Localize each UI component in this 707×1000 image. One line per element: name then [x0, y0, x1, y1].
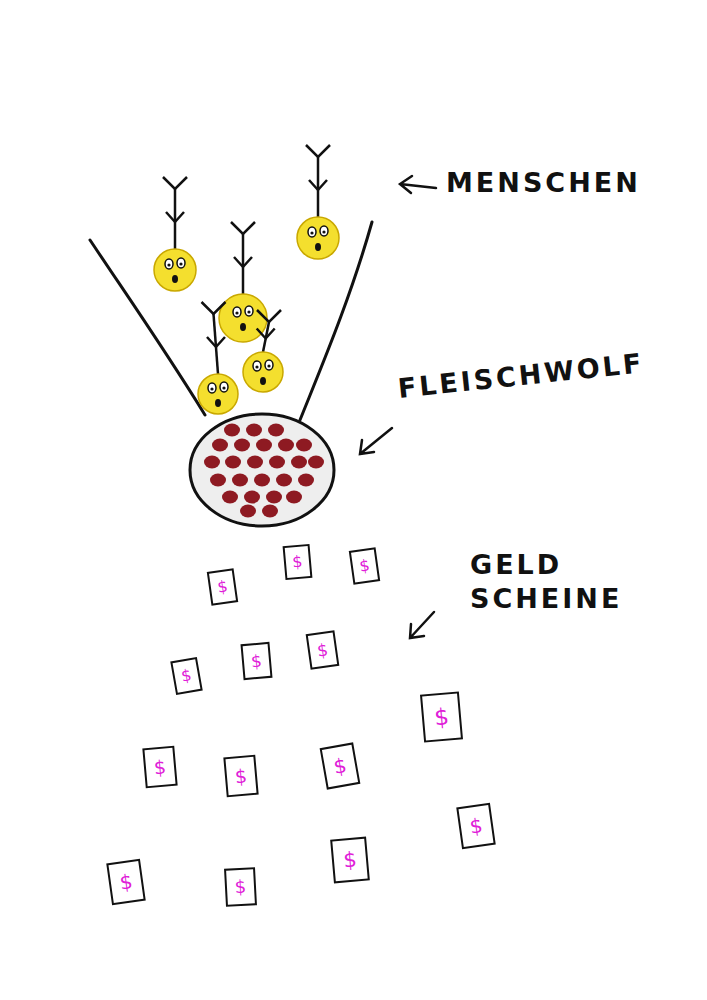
- money-bill: $: [419, 691, 462, 742]
- grinder-hole: [210, 474, 226, 487]
- grinder-hole: [296, 439, 312, 452]
- grinder-hole: [232, 474, 248, 487]
- grinder-holes: [204, 424, 324, 518]
- money-bill: $: [456, 803, 496, 849]
- person: [243, 310, 283, 392]
- grinder-plate: [190, 414, 334, 526]
- leader-arrow: [400, 176, 436, 193]
- money-bill: $: [320, 742, 361, 789]
- callout-label: MENSCHEN: [446, 166, 641, 200]
- dollar-sign: $: [342, 849, 357, 871]
- money-bill: $: [224, 867, 257, 907]
- grinder-hole: [286, 491, 302, 504]
- dollar-sign: $: [234, 878, 246, 897]
- money-bill: $: [305, 630, 339, 670]
- leader-arrow: [360, 428, 392, 454]
- grinder-hole: [224, 424, 240, 437]
- grinder-hole: [225, 456, 241, 469]
- person: [198, 302, 238, 414]
- grinder-hole: [247, 456, 263, 469]
- grinder-hole: [256, 439, 272, 452]
- dollar-sign: $: [433, 705, 450, 729]
- grinder-hole: [276, 474, 292, 487]
- money-bill: $: [240, 642, 272, 680]
- dollar-sign: $: [250, 652, 262, 670]
- person: [219, 222, 267, 342]
- grinder-hole: [298, 474, 314, 487]
- callout-label: FLEISCHWOLF: [396, 346, 646, 405]
- grinder-hole: [268, 424, 284, 437]
- meat-grinder: [190, 414, 334, 526]
- grinder-hole: [278, 439, 294, 452]
- money-bill: $: [170, 657, 202, 695]
- callout-label: GELD SCHEINE: [470, 548, 650, 616]
- dollar-sign: $: [153, 757, 167, 777]
- dollar-sign: $: [180, 667, 193, 685]
- grinder-hole: [262, 505, 278, 518]
- money-bill: $: [348, 547, 379, 584]
- dollar-sign: $: [315, 641, 328, 659]
- money-bill: $: [206, 568, 237, 605]
- grinder-hole: [244, 491, 260, 504]
- dollar-sign: $: [216, 578, 228, 595]
- money-bill: $: [223, 755, 258, 798]
- dollar-sign: $: [332, 755, 348, 777]
- grinder-hole: [222, 491, 238, 504]
- grinder-hole: [254, 474, 270, 487]
- person: [297, 145, 339, 259]
- money-bill: $: [106, 859, 146, 905]
- grinder-hole: [212, 439, 228, 452]
- dollar-sign: $: [358, 557, 370, 574]
- grinder-hole: [308, 456, 324, 469]
- people: [154, 145, 339, 414]
- grinder-hole: [269, 456, 285, 469]
- grinder-hole: [234, 439, 250, 452]
- person: [154, 177, 196, 291]
- money-bill: $: [282, 544, 312, 580]
- leader-arrow: [410, 612, 434, 638]
- dollar-sign: $: [234, 766, 248, 786]
- money-bill: $: [330, 837, 370, 884]
- grinder-hole: [291, 456, 307, 469]
- funnel-left: [90, 240, 205, 415]
- grinder-hole: [246, 424, 262, 437]
- money-bill: $: [142, 746, 177, 789]
- dollar-sign: $: [291, 554, 303, 571]
- grinder-hole: [204, 456, 220, 469]
- dollar-sign: $: [118, 871, 133, 893]
- grinder-hole: [240, 505, 256, 518]
- grinder-hole: [266, 491, 282, 504]
- dollar-sign: $: [468, 815, 483, 837]
